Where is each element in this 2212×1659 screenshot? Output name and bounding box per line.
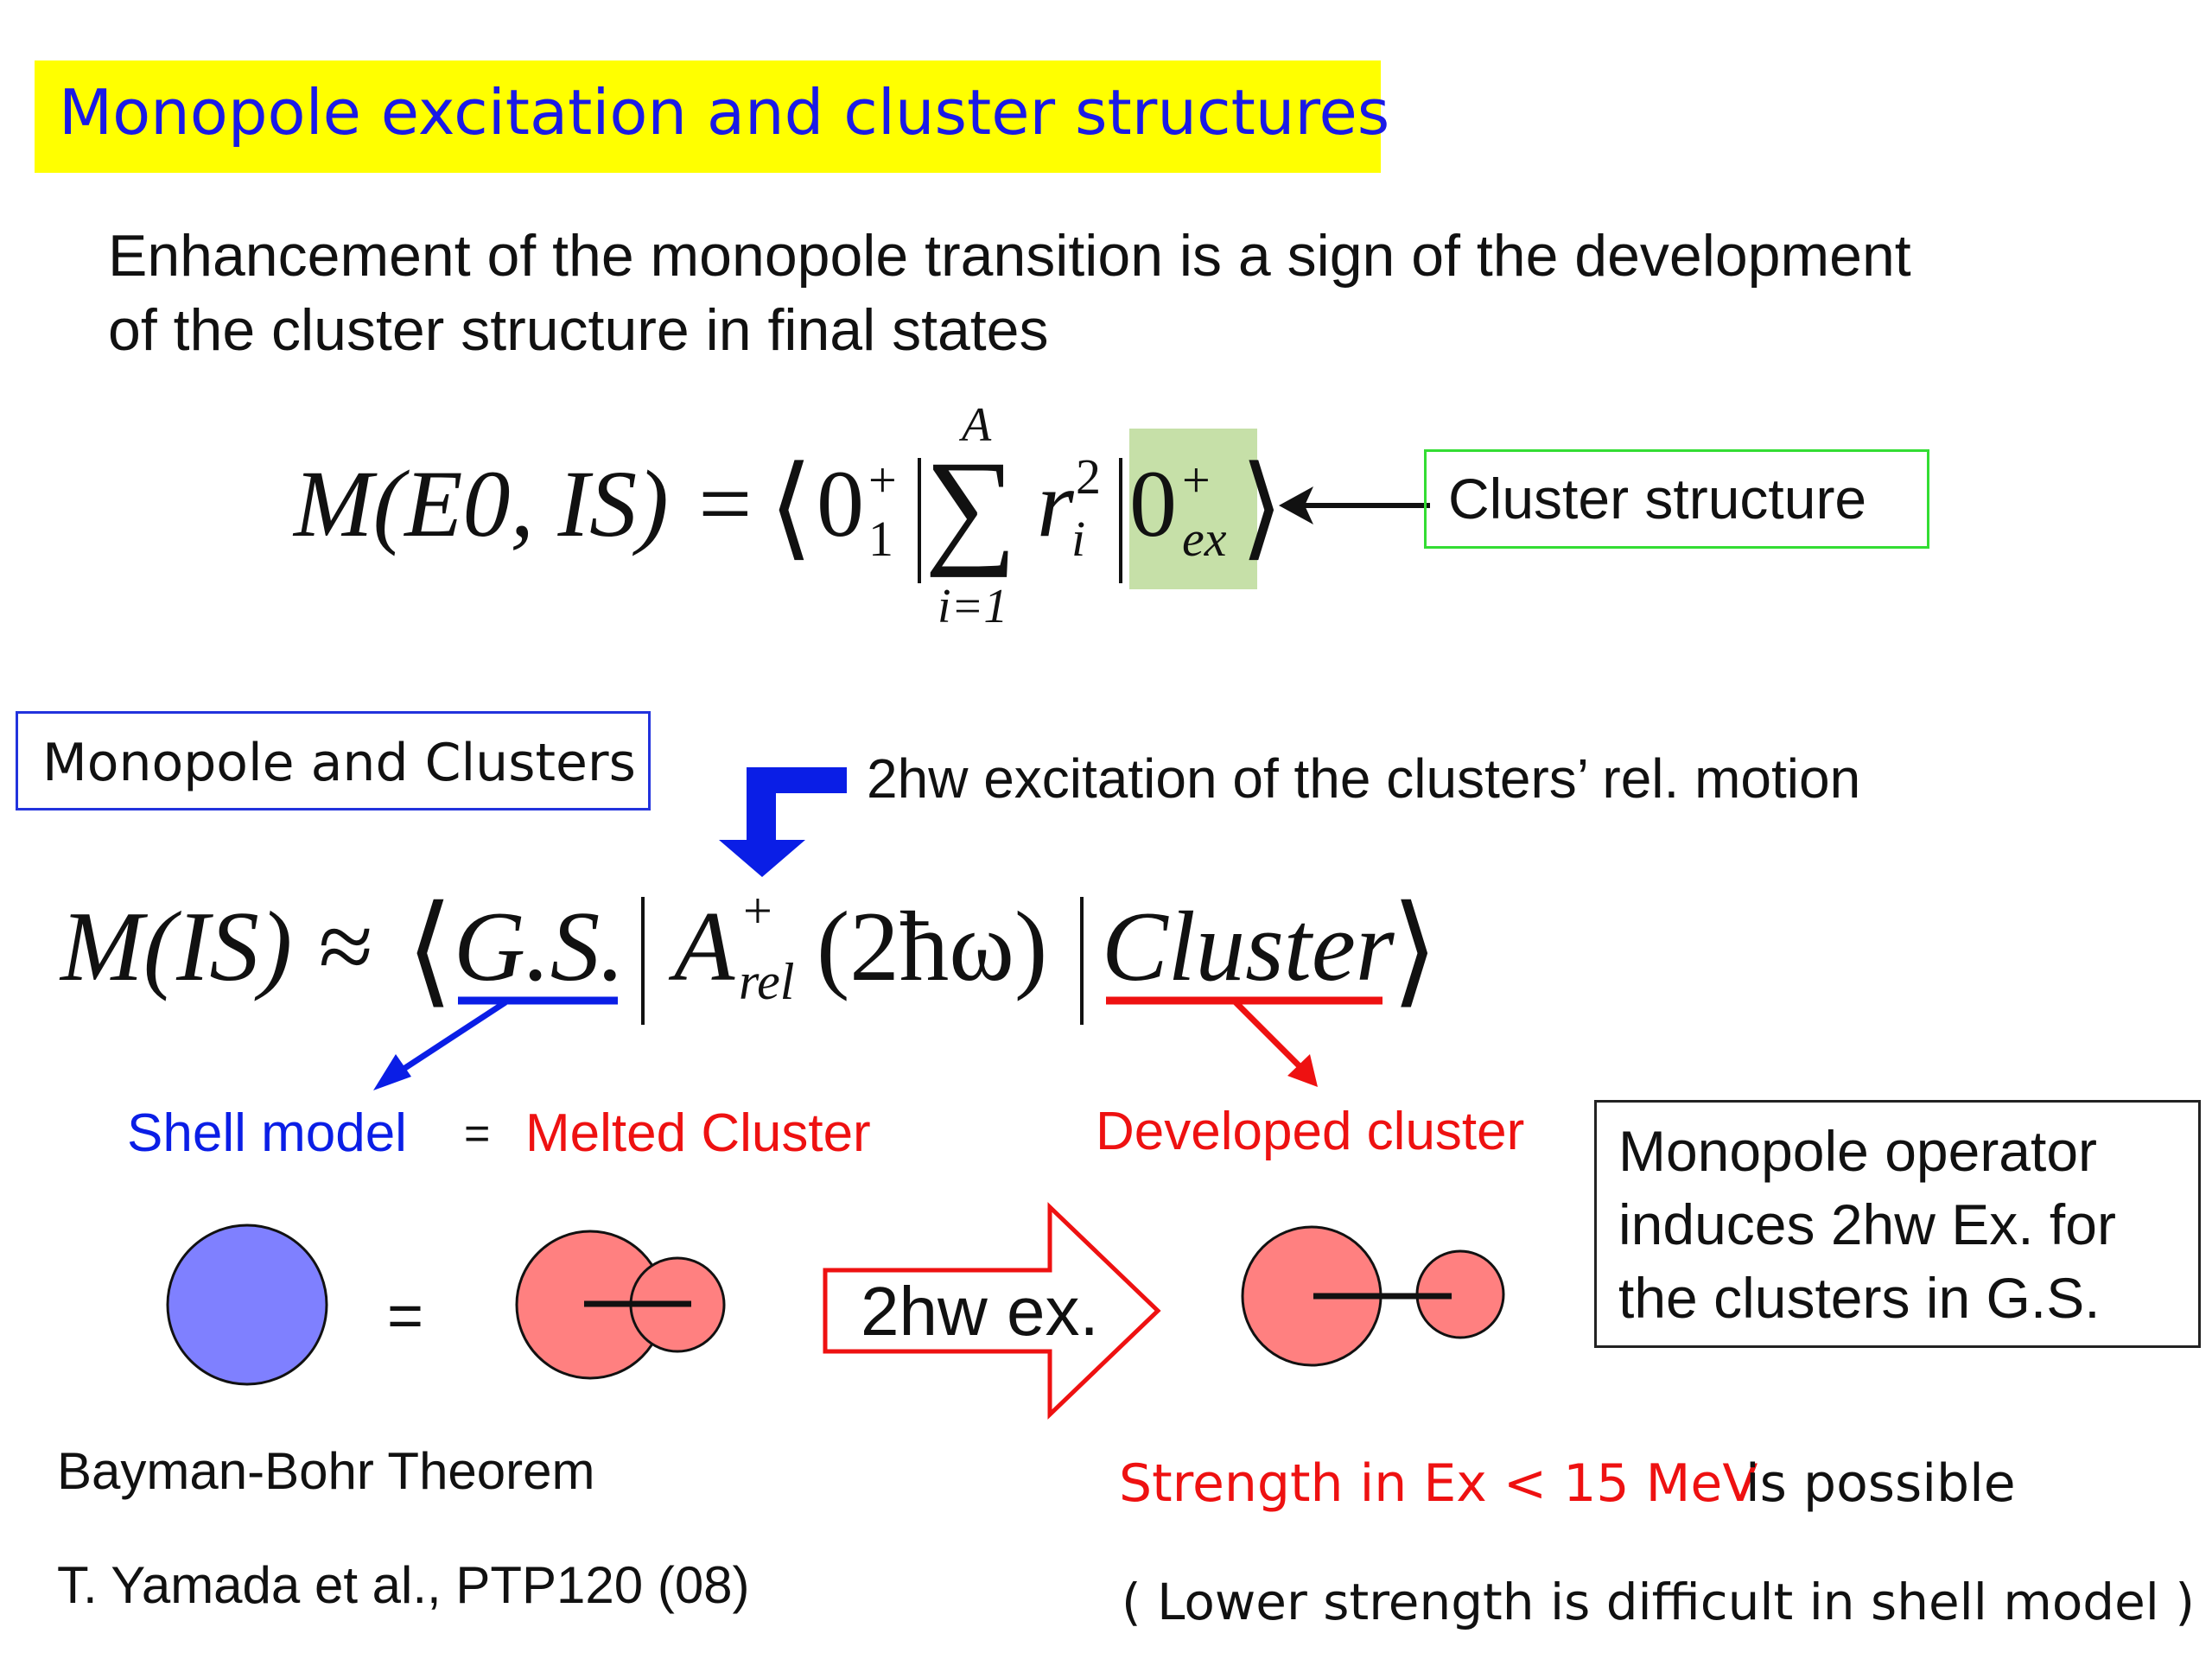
- monopole-note-line-1: Monopole operator: [1618, 1119, 2098, 1183]
- highlight-final-state: [1129, 429, 1257, 589]
- r-symbol: r: [1037, 451, 1074, 556]
- monopole-operator-box: Monopole operator induces 2hw Ex. for th…: [1594, 1100, 2201, 1348]
- r-sup: 2: [1076, 448, 1101, 505]
- strength-black-label: is possible: [1745, 1453, 2016, 1514]
- ground-state-sup: +: [868, 452, 897, 508]
- cluster-structure-box: Cluster structure: [1424, 449, 1929, 549]
- title-banner: [35, 60, 1381, 173]
- cluster-pointer-line: [1233, 1000, 1307, 1074]
- strength-red-label: Strength in Ex < 15 MeV: [1119, 1453, 1758, 1514]
- equation-monopole: M(IS) ≈ ⟨ G.S. A + rel (2ħω) Cluster ⟩: [60, 873, 1443, 1046]
- intro-paragraph: Enhancement of the monopole transition i…: [108, 219, 2095, 367]
- monopole-operator-text: Monopole operator induces 2hw Ex. for th…: [1618, 1115, 2116, 1335]
- gs-label: G.S.: [454, 892, 626, 1001]
- page-title: Monopole excitation and cluster structur…: [59, 76, 1390, 149]
- gs-pointer-head: [373, 1054, 411, 1090]
- cluster-state-label: Cluster: [1102, 892, 1395, 1001]
- operator-sup: +: [743, 882, 772, 939]
- ground-state-sub: 1: [868, 511, 893, 567]
- bar-2: [1119, 458, 1122, 583]
- eq2-left-bracket: ⟨: [406, 884, 454, 1018]
- diagram-equals: =: [387, 1281, 424, 1351]
- final-state-0: 0: [1129, 451, 1177, 556]
- excitation-arrow-label: 2hw ex.: [861, 1273, 1099, 1350]
- final-state-sub: ex: [1182, 511, 1227, 567]
- left-angle-bracket: ⟨: [769, 446, 813, 570]
- monopole-note-line-3: the clusters in G.S.: [1618, 1266, 2101, 1330]
- monopole-note-line-2: induces 2hw Ex. for: [1618, 1192, 2116, 1256]
- bar-1: [918, 458, 921, 583]
- intro-line-1: Enhancement of the monopole transition i…: [108, 223, 1911, 289]
- eq2-bar-1: [641, 897, 645, 1025]
- intro-line-2: of the cluster structure in final states: [108, 297, 1049, 363]
- operator-sub: rel: [739, 953, 795, 1010]
- reference-label: T. Yamada et al., PTP120 (08): [57, 1556, 750, 1614]
- arrow-to-cluster-label: [1279, 486, 1430, 524]
- cluster-structure-label: Cluster structure: [1448, 467, 1867, 531]
- right-angle-bracket: ⟩: [1240, 446, 1284, 570]
- monopole-clusters-box: Monopole and Clusters: [16, 711, 651, 810]
- monopole-clusters-label: Monopole and Clusters: [42, 733, 636, 793]
- arrow-note: 2hw excitation of the clusters’ rel. mot…: [867, 747, 1861, 810]
- blue-l-arrow: [719, 767, 847, 877]
- excitation-arrow: [823, 1202, 1161, 1420]
- cluster-pointer-head: [1287, 1054, 1318, 1087]
- ground-state-0: 0: [817, 451, 864, 556]
- sum-symbol: ∑: [925, 435, 1017, 578]
- shell-model-circle: [166, 1224, 328, 1386]
- eq2-lhs: M(IS) ≈: [60, 892, 372, 1001]
- operator-a: A: [674, 892, 735, 1001]
- final-state-sup: +: [1182, 452, 1211, 508]
- equation-e0: M(E0, IS) = ⟨ 0 + 1 A ∑ i=1 r 2 i 0 + ex…: [294, 397, 1287, 648]
- eq2-bar-2: [1080, 897, 1084, 1025]
- sum-lower-limit: i=1: [938, 580, 1008, 633]
- shell-model-label: Shell model: [127, 1103, 407, 1163]
- r-sub: i: [1071, 511, 1086, 567]
- operator-arg: (2ħω): [817, 892, 1048, 1001]
- cluster-diagram: [166, 1202, 1505, 1420]
- sum-upper-limit: A: [962, 398, 992, 452]
- theorem-label: Bayman-Bohr Theorem: [57, 1442, 595, 1500]
- labels-equals: =: [464, 1109, 491, 1159]
- developed-cluster-label: Developed cluster: [1096, 1102, 1525, 1161]
- eq2-right-bracket: ⟩: [1391, 884, 1439, 1018]
- eq1-lhs: M(E0, IS) =: [294, 451, 757, 556]
- lower-strength-note: ( Lower strength is difficult in shell m…: [1122, 1573, 2195, 1631]
- melted-cluster-label: Melted Cluster: [525, 1103, 871, 1163]
- gs-pointer-line: [391, 1000, 507, 1078]
